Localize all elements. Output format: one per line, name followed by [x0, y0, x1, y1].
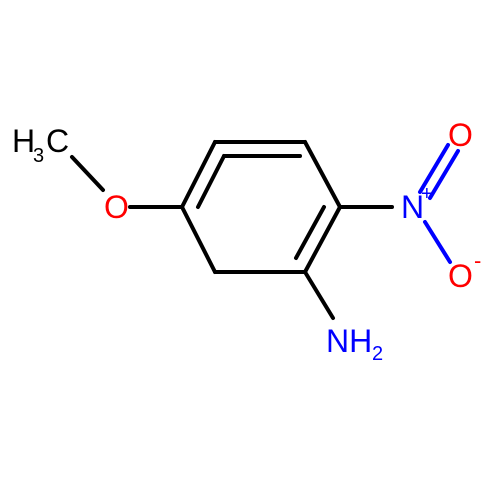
bond-ring-1 — [180, 140, 217, 209]
bond-n-o-single — [423, 220, 452, 264]
nitro-o-single-label: O — [448, 258, 473, 294]
bond-ring-inner-3 — [294, 205, 326, 260]
bond-ring-3 — [303, 140, 342, 209]
methyl-c: C — [46, 123, 69, 159]
amine-nh: NH — [326, 323, 372, 359]
nitro-bonds — [418, 143, 460, 264]
bond-ether-o-to-methyl — [70, 155, 105, 192]
nitro-label: N + O O - — [401, 117, 481, 294]
nitro-plus-charge: + — [421, 183, 433, 205]
nitro-minus-charge: - — [474, 248, 481, 273]
ether-oxygen-label: O — [104, 189, 129, 225]
bond-n-o-double-a — [418, 143, 450, 194]
amine-label: NH 2 — [326, 323, 383, 365]
nitro-n-label: N — [401, 189, 424, 225]
bond-ring-4 — [303, 205, 342, 274]
methyl-h: H — [12, 123, 35, 159]
methyl-subscript: 3 — [33, 145, 44, 167]
bond-ring-to-amine — [303, 270, 335, 320]
methyl-label: H 3 C — [12, 123, 69, 167]
bond-ring-inner-1 — [196, 154, 226, 209]
bond-ring-6 — [180, 205, 217, 274]
bonds — [70, 140, 394, 320]
bond-n-o-double-b — [428, 149, 460, 200]
nitro-o-double-label: O — [448, 117, 473, 153]
amine-subscript: 2 — [372, 343, 383, 365]
